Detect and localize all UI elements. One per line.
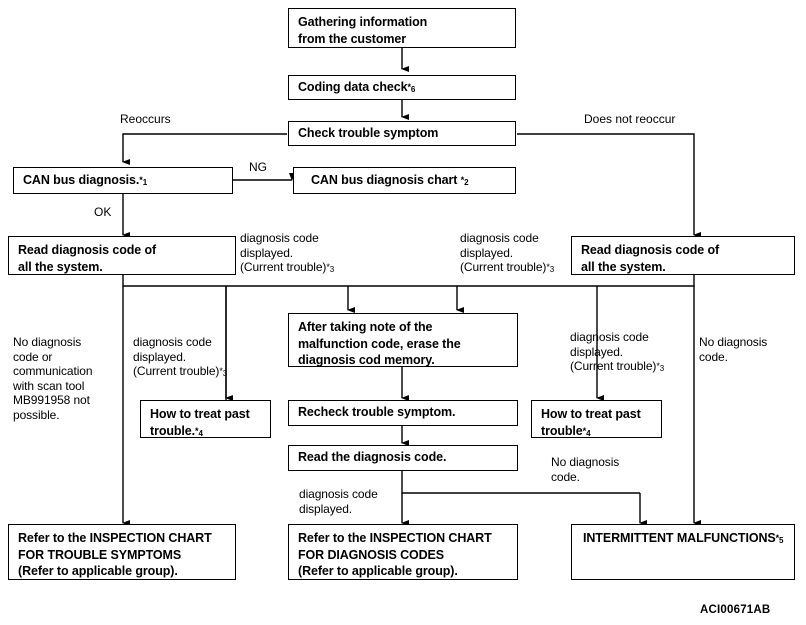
box-read-the-diagnosis-code[interactable]: Read the diagnosis code. [288,445,518,471]
note-no-diagnosis-code-bottom: No diagnosis code. [551,455,620,484]
box-read-diagnosis-code-left[interactable]: Read diagnosis code of all the system. [8,236,236,275]
label-ok: OK [94,205,112,219]
note-diagnosis-code-displayed-left-mid: diagnosis code displayed. (Current troub… [133,335,228,378]
figure-code: ACI00671AB [700,604,771,616]
box-refer-inspection-chart-diagnosis-codes[interactable]: Refer to the INSPECTION CHART FOR DIAGNO… [288,524,518,580]
edge-read-left-bus [122,275,457,287]
label-reoccurs: Reoccurs [120,112,171,126]
footnote-marker-5: * [775,533,780,543]
label-ng: NG [249,160,267,174]
footnote-marker-3-a: * [326,262,330,272]
footnote-number-1: 1 [142,178,148,187]
edge-read-right-bus [457,275,695,287]
footnote-marker-2: * [460,175,465,185]
note-diagnosis-code-displayed-bottom: diagnosis code displayed. [299,487,378,516]
note-diagnosis-code-displayed-right-mid: diagnosis code displayed. (Current troub… [570,330,665,373]
footnote-marker-3-c: * [219,366,223,376]
box-check-trouble-symptom[interactable]: Check trouble symptom [288,121,516,146]
note-no-diagnosis-code-or-communication: No diagnosis code or communication with … [13,335,93,422]
footnote-marker-1: * [139,175,143,185]
box-read-diagnosis-code-right[interactable]: Read diagnosis code of all the system. [571,236,795,275]
note-diagnosis-code-displayed-left-top: diagnosis code displayed. (Current troub… [240,231,335,274]
footnote-marker-4-right: * [582,425,587,436]
box-how-to-treat-past-trouble-left[interactable]: How to treat past trouble.*4 [140,400,271,438]
box-erase-diagnosis-memory[interactable]: After taking note of the malfunction cod… [288,313,518,367]
footnote-number-6: 6 [410,85,416,94]
edge-reoccurs-to-can-bus [122,133,287,165]
footnote-number-3-d: 3 [659,364,665,373]
box-refer-inspection-chart-trouble-symptoms[interactable]: Refer to the INSPECTION CHART FOR TROUBL… [8,524,236,580]
note-no-diagnosis-code-right: No diagnosis code. [699,335,768,364]
footnote-number-4-right: 4 [586,428,591,438]
footnote-marker-4-left: * [195,425,199,436]
box-how-to-treat-past-trouble-right[interactable]: How to treat past trouble*4 [531,400,662,438]
note-diagnosis-code-displayed-right-top: diagnosis code displayed. (Current troub… [460,231,555,274]
box-coding-data-check[interactable]: Coding data check*6 [288,75,516,100]
box-intermittent-malfunctions[interactable]: INTERMITTENT MALFUNCTIONS*5 [571,524,795,580]
edge-does-not-reoccur-to-read-right [517,133,701,238]
box-gathering-information[interactable]: Gathering information from the customer [288,8,516,48]
box-can-bus-diagnosis-chart[interactable]: CAN bus diagnosis chart *2 [293,167,516,194]
footnote-marker-3-d: * [656,361,660,371]
box-can-bus-diagnosis[interactable]: CAN bus diagnosis.*1 [13,167,233,194]
footnote-number-3-b: 3 [549,265,555,274]
footnote-marker-3-b: * [546,262,550,272]
footnote-number-2: 2 [464,178,469,187]
box-recheck-trouble-symptom[interactable]: Recheck trouble symptom. [288,400,518,426]
footnote-number-3-a: 3 [329,265,335,274]
footnote-number-5: 5 [779,536,784,545]
label-does-not-reoccur: Does not reoccur [584,112,676,126]
footnote-marker-6: * [407,82,411,92]
footnote-number-3-c: 3 [222,369,228,378]
footnote-number-4-left: 4 [198,428,203,438]
